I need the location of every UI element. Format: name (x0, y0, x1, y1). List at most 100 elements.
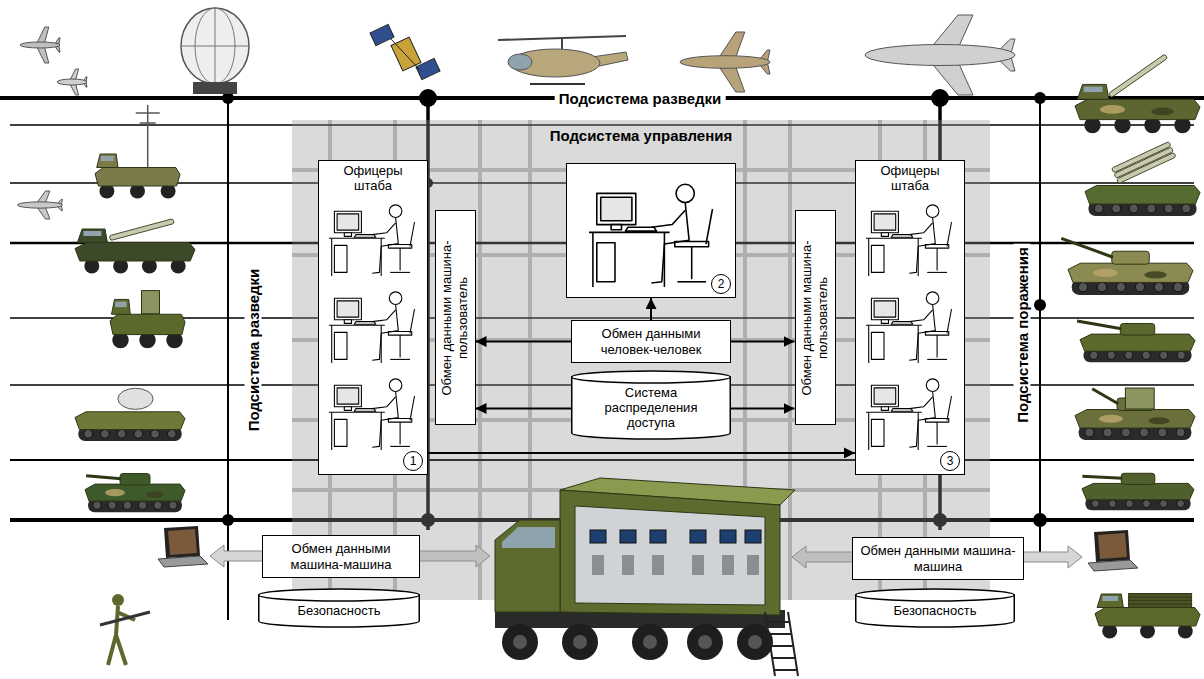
workstation-figure (909, 392, 935, 448)
workstation-figure (881, 233, 888, 237)
helicopter-illustration (561, 38, 563, 50)
workstation-group: Офицеры штаба1 (318, 160, 428, 475)
command-vehicle-illustration (502, 624, 538, 660)
radar-vehicle-illustration (75, 388, 185, 441)
workstation-figure (400, 335, 401, 358)
uav-launcher-illustration (109, 219, 174, 241)
workstation-figure (329, 292, 415, 363)
command-vehicle-illustration (590, 530, 606, 543)
database-cylinder: Система распределения доступа (571, 370, 731, 440)
helicopter-illustration (530, 83, 585, 85)
workstation-figure (344, 233, 351, 237)
workstation-figure (866, 379, 952, 450)
sam-launcher-illustration (1094, 204, 1103, 213)
armored-vehicle-illustration (85, 474, 185, 513)
laptop-illustration (158, 526, 208, 567)
self-propelled-gun-illustration (1154, 282, 1163, 291)
armored-vehicle-illustration (105, 489, 125, 496)
workstation-figure (651, 210, 685, 227)
missile-launcher-illustration (1151, 108, 1174, 116)
workstation-figure (927, 359, 947, 360)
cylinder-outline (259, 589, 420, 601)
box-text-label: Обмен данными машина-машина (263, 536, 419, 577)
aircraft-illustration (865, 15, 1015, 95)
exchange-box: Обмен данными машина-пользователь (795, 210, 836, 425)
radar-antenna-illustration (181, 8, 249, 94)
self-propelled-gun-illustration (1097, 282, 1106, 291)
command-vehicle-illustration (748, 635, 762, 649)
uav-illustration (20, 42, 60, 48)
workstation-figure (372, 397, 395, 409)
workstation-figure (389, 292, 402, 305)
self-propelled-gun-illustration (1068, 263, 1193, 282)
missile-launcher-illustration (1078, 84, 1109, 99)
self-propelled-gun-illustration (1093, 269, 1118, 277)
workstation-figure (372, 223, 395, 235)
workstation-figure (871, 245, 884, 272)
air-defence-vehicle-illustration (1158, 428, 1167, 437)
self-propelled-gun-illustration (1173, 282, 1182, 291)
workstation-figure (909, 305, 935, 361)
command-vehicle-illustration (502, 527, 555, 548)
command-vehicle-illustration (495, 520, 560, 612)
workstation-figure (389, 379, 402, 392)
workstation-figure (926, 205, 939, 218)
radar-vehicle-illustration (115, 302, 126, 308)
air-defence-vehicle-illustration (1075, 410, 1195, 429)
workstation-figure (909, 223, 932, 235)
armored-vehicle-illustration (154, 501, 162, 509)
radar-vehicle-illustration (75, 412, 185, 430)
workstation-figure (334, 245, 347, 272)
self-propelled-gun-illustration (1112, 251, 1150, 264)
self-propelled-gun-illustration (1061, 238, 1113, 257)
workstation-figure (927, 272, 947, 273)
workstation-figure (410, 309, 415, 333)
workstation-figure (937, 335, 938, 358)
armored-vehicle-illustration (1143, 500, 1151, 508)
armored-vehicle-illustration (93, 501, 101, 509)
armored-vehicle-illustration (120, 474, 150, 486)
command-vehicle-illustration (650, 530, 666, 543)
radar-vehicle-illustration (167, 430, 176, 439)
command-vehicle-illustration (788, 612, 798, 676)
exchange-box: Обмен данными машина-машина (852, 537, 1024, 580)
workstation-figure (334, 298, 361, 320)
self-propelled-gun-illustration (1090, 351, 1098, 359)
soldier-illustration (112, 594, 124, 606)
satellite-illustration (370, 24, 394, 45)
radar-antenna-illustration (181, 8, 249, 84)
grid-line (227, 98, 229, 620)
junction-dot (1033, 513, 1047, 527)
rocket-launcher-illustration (1095, 608, 1200, 627)
missile-launcher-illustration (1075, 99, 1200, 119)
panel-title-label: Подсистема управления (292, 120, 990, 144)
workstation-figure (677, 281, 706, 283)
sam-launcher-illustration (1085, 142, 1200, 216)
exchange-box: Обмен данными машина-пользователь (435, 210, 476, 425)
sam-launcher-illustration (1111, 142, 1176, 184)
armored-vehicle-illustration (1109, 500, 1117, 508)
sam-launcher-illustration (1182, 204, 1191, 213)
callout-number: 2 (711, 274, 731, 294)
command-vehicle-illustration (687, 624, 723, 660)
workstation-figure (706, 209, 713, 244)
workstation-figure (909, 397, 932, 409)
workstation-figure (947, 309, 952, 333)
laptop-illustration (168, 529, 197, 555)
workstation-figure (651, 203, 689, 284)
laptop-illustration (1088, 530, 1138, 571)
workstation-figure (874, 388, 896, 404)
workstation-figure (866, 292, 952, 363)
workstation-figure (331, 412, 332, 450)
flow-arrow (476, 341, 572, 343)
rocket-launcher-illustration (1129, 597, 1192, 598)
header-label: Офицеры штаба (319, 161, 427, 194)
laptop-illustration (158, 556, 208, 567)
workstation-figure (410, 396, 415, 420)
workstation-figure (589, 184, 713, 287)
workstation-figure (597, 193, 636, 224)
soldier-illustration (100, 612, 150, 625)
radar-vehicle-illustration (151, 430, 160, 439)
flow-arrow (650, 298, 652, 320)
aircraft-illustration (680, 32, 770, 92)
